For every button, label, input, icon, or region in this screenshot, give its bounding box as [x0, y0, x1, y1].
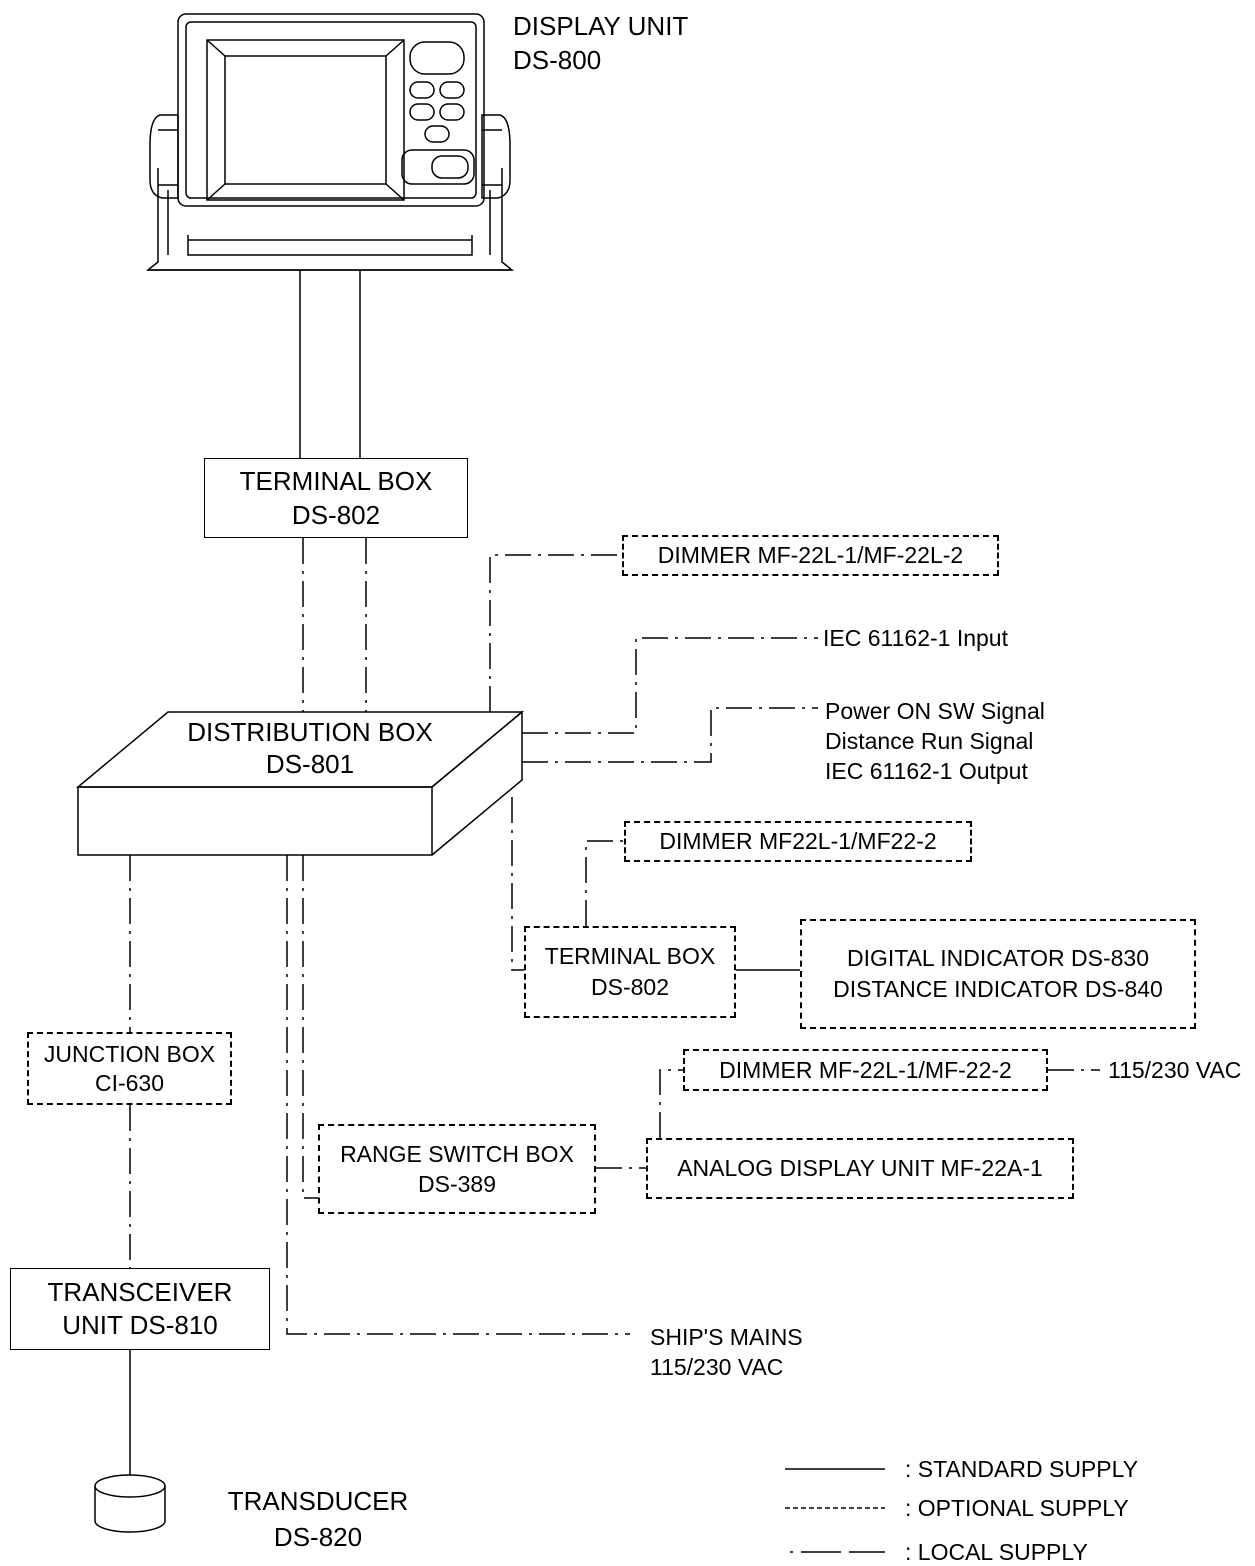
- legend-optional-text: : OPTIONAL SUPPLY: [905, 1495, 1129, 1521]
- transducer-line2: DS-820: [273, 1522, 363, 1552]
- transducer-label: TRANSDUCER DS-820: [198, 1483, 438, 1555]
- terminal-box-top-line2: DS-802: [291, 500, 381, 530]
- ships-mains-line1: SHIP'S MAINS: [650, 1324, 803, 1350]
- transducer-drawing: [94, 1474, 166, 1533]
- legend-local-text: : LOCAL SUPPLY: [905, 1539, 1088, 1565]
- display-unit-title: DISPLAY UNIT: [513, 11, 689, 41]
- iec-output-signal: IEC 61162-1 Output: [825, 758, 1028, 784]
- terminal-box-top: TERMINAL BOX DS-802: [204, 458, 468, 538]
- digital-indicator-label: DIGITAL INDICATOR DS-830: [846, 945, 1150, 971]
- iec-input-label: IEC 61162-1 Input: [823, 625, 1008, 651]
- dimmer-box-3: DIMMER MF-22L-1/MF-22-2: [683, 1049, 1048, 1091]
- transceiver-line2: UNIT DS-810: [62, 1310, 218, 1340]
- range-switch-box: RANGE SWITCH BOX DS-389: [318, 1124, 596, 1214]
- junction-box-line1: JUNCTION BOX: [43, 1040, 216, 1067]
- transceiver-box: TRANSCEIVER UNIT DS-810: [10, 1268, 270, 1350]
- range-switch-line1: RANGE SWITCH BOX: [340, 1141, 574, 1167]
- distance-indicator-label: DISTANCE INDICATOR DS-840: [833, 976, 1163, 1002]
- display-unit-drawing: [145, 13, 515, 271]
- junction-box: JUNCTION BOX CI-630: [27, 1032, 232, 1105]
- terminal-box-2-line2: DS-802: [591, 974, 669, 1000]
- power-on-sw-signal: Power ON SW Signal: [825, 698, 1045, 724]
- distribution-box-drawing: [75, 710, 525, 856]
- distance-run-signal: Distance Run Signal: [825, 728, 1034, 754]
- display-unit-model: DS-800: [513, 45, 602, 75]
- vac-supply-label: 115/230 VAC: [1108, 1057, 1242, 1083]
- terminal-box-2: TERMINAL BOX DS-802: [524, 926, 736, 1018]
- signal-labels: Power ON SW Signal Distance Run Signal I…: [825, 696, 1045, 786]
- indicators-box: DIGITAL INDICATOR DS-830 DISTANCE INDICA…: [800, 919, 1196, 1029]
- range-switch-line2: DS-389: [418, 1171, 496, 1197]
- ships-mains-line2: 115/230 VAC: [650, 1354, 784, 1380]
- transducer-line1: TRANSDUCER: [227, 1486, 409, 1516]
- terminal-box-2-line1: TERMINAL BOX: [544, 943, 716, 969]
- dimmer-3-label: DIMMER MF-22L-1/MF-22-2: [719, 1056, 1012, 1083]
- display-unit-label: DISPLAY UNIT DS-800: [513, 9, 688, 77]
- analog-display-label: ANALOG DISPLAY UNIT MF-22A-1: [677, 1155, 1043, 1181]
- ships-mains-label: SHIP'S MAINS 115/230 VAC: [650, 1322, 803, 1382]
- legend-standard-text: : STANDARD SUPPLY: [905, 1456, 1139, 1482]
- analog-display-box: ANALOG DISPLAY UNIT MF-22A-1: [646, 1138, 1074, 1199]
- terminal-box-top-line1: TERMINAL BOX: [239, 466, 433, 496]
- dimmer-box-1: DIMMER MF-22L-1/MF-22L-2: [622, 535, 999, 576]
- distribution-box-label: DISTRIBUTION BOX DS-801: [150, 716, 470, 780]
- distribution-box-line1: DISTRIBUTION BOX: [187, 717, 433, 747]
- dimmer-1-label: DIMMER MF-22L-1/MF-22L-2: [657, 542, 964, 568]
- transceiver-line1: TRANSCEIVER: [47, 1277, 233, 1307]
- dimmer-2-label: DIMMER MF22L-1/MF22-2: [659, 828, 937, 854]
- junction-box-line2: CI-630: [94, 1069, 165, 1096]
- distribution-box-line2: DS-801: [265, 749, 355, 779]
- dimmer-box-2: DIMMER MF22L-1/MF22-2: [624, 821, 972, 862]
